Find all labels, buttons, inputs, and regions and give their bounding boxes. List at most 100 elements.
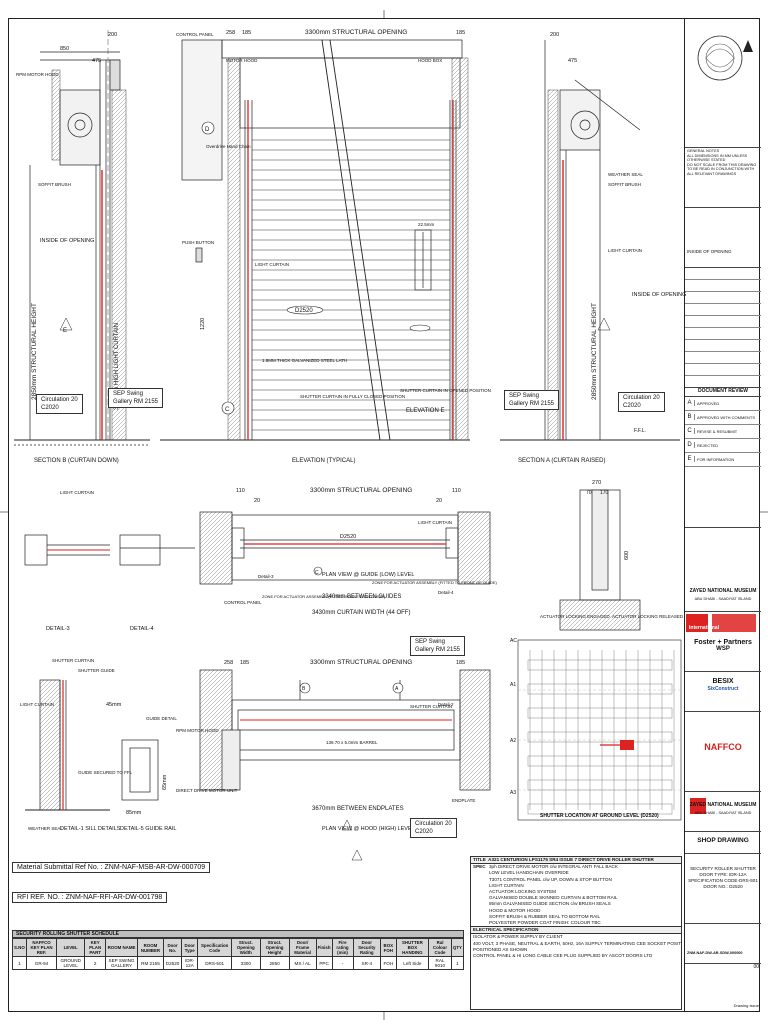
tb-drawing-type-text: SHOP DRAWING (697, 837, 749, 844)
elec-line: 400 VOLT, 3 PHASE, NEUTRAL & EARTH, 50Hz… (473, 940, 681, 946)
schedule-header-cell: Specification Code (197, 938, 232, 957)
schedule-cell: GROUND LEVEL (56, 956, 86, 970)
schedule-cell: FOH (380, 956, 397, 970)
tb-review-text: REJECTED (697, 442, 719, 448)
section-a-light-label: LIGHT CURTAIN (608, 248, 642, 253)
tb-contractor: BESIX SixConstruct (685, 672, 761, 712)
key-plan-room (527, 755, 673, 767)
tb-notes-text: GENERAL NOTES ALL DIMENSIONS IN MM UNLES… (687, 149, 757, 176)
schedule-header-cell: Fire rating (min) (331, 938, 354, 957)
schedule-cell: Left Side (395, 956, 430, 970)
plan-low-dim-20a: 20 (254, 498, 260, 504)
elevation-e-label: ELEVATION E (406, 408, 444, 414)
spec-title-label: TITLE (473, 857, 486, 862)
section-b-dim-475: 475 (92, 58, 101, 64)
plan-low-light: LIGHT CURTAIN (418, 520, 452, 525)
spec-label: SPEC (473, 864, 486, 870)
key-plan-room (527, 683, 673, 695)
tb-review-text: REVISE & RESUBMIT (697, 428, 738, 434)
drawing-labels: 200 850 475 RPM MOTOR HOOD SOFFIT BRUSH … (16, 29, 686, 832)
elevation-dim-185b: 185 (456, 30, 465, 36)
spec-lines: 3ph DIRECT DRIVE MOTOR c/w INTEGRAL ANTI… (471, 864, 681, 926)
material-submittal-ref: Material Submittal Ref No. : ZNM-NAF-MSB… (12, 862, 211, 873)
tb-rev-row (685, 268, 761, 280)
schedule-header-cell: ROOM NUMBER (136, 938, 165, 957)
tb-architect-name: Foster + Partners (694, 638, 752, 646)
elevation-push-label: PUSH BUTTON (182, 240, 214, 245)
elec-line: POSITIONED AS SHOWN (473, 946, 528, 952)
elevation-hood-label: HOOD BOX (418, 58, 442, 63)
elevation-caption: ELEVATION (TYPICAL) (292, 458, 355, 464)
detail-light-curtain-b: LIGHT CURTAIN (20, 702, 54, 707)
tb-drawing-type: SHOP DRAWING (685, 832, 761, 854)
plan-high-barrel: 139.70 x 5.0mm BARREL (326, 740, 378, 745)
title-block: GENERAL NOTES ALL DIMENSIONS IN MM UNLES… (684, 18, 761, 1012)
specification-block: TITLE A321 CENTURION LPS1175 SR4 ISSUE 7… (470, 856, 682, 1010)
tb-naffco-logo: NAFFCO (704, 742, 742, 752)
section-b-dim-850: 850 (60, 46, 69, 52)
elevation-drawing: D C (160, 39, 470, 441)
spec-line: HOOD & MOTOR HOOD (489, 907, 541, 913)
plan-low-caption: PLAN VIEW @ GUIDE (LOW) LEVEL (322, 572, 414, 578)
key-plan-a3: A3 (510, 790, 516, 796)
tb-naffco: NAFFCO (685, 712, 761, 792)
spec-line: 85mm GALVANISED GUIDE SECTION c/w BRUSH … (489, 901, 611, 907)
elevation-light-label: LIGHT CURTAIN (255, 262, 289, 267)
plan-low-detail-3: Detail-3 (258, 574, 274, 579)
detail-dim-270: 270 (592, 480, 601, 486)
section-b-inside-label: INSIDE OF OPENING (40, 238, 94, 244)
section-a-dim-475: 475 (568, 58, 577, 64)
section-a-height-label: 2850mm STRUCTURAL HEIGHT (591, 303, 598, 400)
plan-low-dim-110a: 110 (236, 488, 245, 494)
key-plan-room (527, 707, 673, 719)
tb-title-line: SPECIFICATION CODE-DRS-501 (688, 878, 758, 883)
tb-contractor-name: BESIX (712, 678, 734, 685)
schedule-cell: IDR-12A (181, 956, 199, 970)
plan-low-room: SEP Swing Gallery RM 2155 (410, 636, 466, 656)
elevation-dim-185a: 185 (242, 30, 251, 36)
tb-review-key: A (685, 400, 695, 406)
section-a-drawing (500, 40, 680, 441)
section-a-dim-200: 200 (550, 32, 559, 38)
svg-text:C: C (225, 407, 230, 413)
detail-actuator-released: ACTUATOR LOCKING RELEASED (612, 614, 684, 619)
section-b-height-label: 2850mm STRUCTURAL HEIGHT (31, 303, 38, 400)
schedule-cell: SR-4 (352, 956, 382, 970)
plan-low-zone-a: ZONE FOR ACTUATOR ASSEMBLY (FITTED IN LI… (262, 594, 386, 599)
detail-guide-detail: GUIDE DETAIL (146, 716, 177, 721)
spec-line: POLYESTER POWDER COAT FINISH: COLOUR TBC (489, 920, 601, 926)
plan-high-room: Circulation 20 C2020 (410, 818, 457, 838)
detail-actuator-engaged: ACTUATOR LOCKING ENGAGED (540, 614, 610, 619)
plan-high-caption: PLAN VIEW @ HOOD (HIGH) LEVEL (322, 826, 415, 832)
plan-high-endplate: ENDPLATE (452, 798, 475, 803)
schedule-header-cell: QTY (450, 938, 465, 957)
plan-low-tag: D2520 (340, 534, 356, 540)
detail-4-caption: DETAIL-4 (130, 626, 154, 632)
schedule-header-cell: Door No. (163, 938, 183, 957)
plan-high-detail-2: Detail-2 (438, 702, 454, 707)
spec-title-row: TITLE A321 CENTURION LPS1175 SR4 ISSUE 7… (471, 857, 681, 865)
tb-rev-row (685, 280, 761, 292)
detail-dim-600: 600 (624, 551, 630, 560)
tb-rev-row (685, 316, 761, 328)
spec-line: ACTUATOR LOCKING SYSTEM (489, 889, 556, 895)
plan-low-control: CONTROL PANEL (224, 600, 262, 605)
detail-5-caption: DETAIL-5 GUIDE RAIL (120, 826, 176, 832)
schedule-header-cell: BOX FOH (380, 938, 397, 957)
tb-notes: GENERAL NOTES ALL DIMENSIONS IN MM UNLES… (685, 148, 761, 208)
schedule-cell: MS / AL (288, 956, 317, 970)
tb-drawing-number: ZNM-NAF-DW-AR-SDW-000000 (685, 924, 761, 964)
schedule-header-cell: NAFFCO KEY PLAN REF. (25, 938, 58, 957)
section-b-motor-label: RPM MOTOR HOOD (16, 72, 59, 77)
tb-architect-sub: WSP (716, 646, 730, 652)
tb-rev-row (685, 376, 761, 387)
key-plan-a2: A2 (510, 738, 516, 744)
